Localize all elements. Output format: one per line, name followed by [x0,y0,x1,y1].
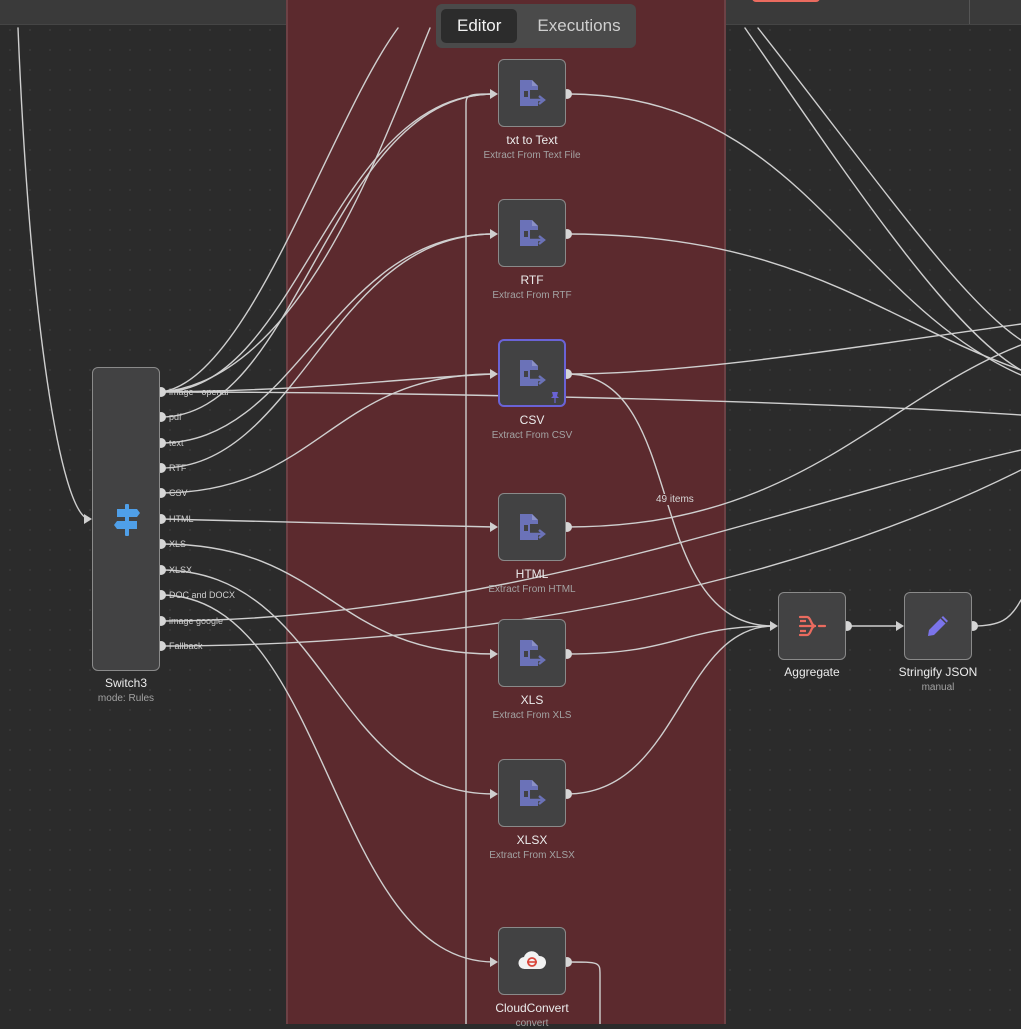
switch-output-label: XLS [169,539,187,549]
connection [160,391,1021,416]
connection [465,93,495,1024]
node-csv[interactable] [498,339,566,407]
node-label: XLSX [516,833,548,847]
connection-item-count: 49 items [655,494,695,505]
connection [566,233,1021,371]
node-label-switch3: Switch3 [104,676,148,690]
input-arrow [896,621,904,631]
input-arrow [490,957,498,967]
node-label: CloudConvert [495,1001,569,1015]
connection [566,625,775,655]
node-xls[interactable] [498,619,566,687]
node-aggregate[interactable] [778,592,846,660]
input-arrow [84,514,92,524]
connection [972,599,1021,627]
input-arrow [490,522,498,532]
node-label: txt to Text [506,133,558,147]
view-tabs: Editor Executions [436,4,636,48]
file-export-icon [520,80,546,106]
switch-output-label: pdf [169,412,182,422]
switch-output-label: image - openai [169,387,229,397]
switch-output-label: XLSX [169,565,193,575]
connection [566,625,775,795]
input-arrow [490,789,498,799]
top-bar-divider [969,0,970,24]
node-switch3[interactable] [92,367,160,671]
connection [160,594,495,963]
cloud-convert-icon [518,951,546,970]
node-label: XLS [520,693,544,707]
node-subtitle: Extract From RTF [492,290,572,301]
node-subtitle: Extract From Text File [483,150,581,161]
connection [566,344,1021,528]
switch-output-label: text [169,438,184,448]
input-arrow [490,89,498,99]
file-export-icon [520,220,546,246]
file-export-icon [520,360,546,386]
tab-executions[interactable]: Executions [537,16,621,35]
connection [160,469,1021,647]
pencil-icon [928,616,948,636]
node-rtf[interactable] [498,199,566,267]
node-subtitle: Extract From XLS [492,710,572,721]
connection [566,93,1021,376]
connection [160,93,495,418]
node-cloudconvert[interactable] [498,927,566,995]
connection [160,449,1021,622]
node-xlsx[interactable] [498,759,566,827]
connection [160,93,495,393]
switch-output-label: RTF [169,463,187,473]
switch-output-label: Fallback [169,641,203,651]
file-export-icon [520,640,546,666]
aggregate-icon [798,615,827,637]
input-arrow [490,649,498,659]
node-label: CSV [519,413,545,427]
input-arrow [490,229,498,239]
input-arrow [490,369,498,379]
file-export-icon [520,514,546,540]
connection [566,323,1021,375]
connection [757,27,1021,341]
switch-output-label: CSV [169,488,188,498]
connection [17,27,89,520]
file-export-icon [520,780,546,806]
connection [566,961,601,1024]
signpost-icon [114,504,140,536]
connection [160,518,495,528]
node-html[interactable] [498,493,566,561]
node-subtitle: Extract From HTML [488,584,576,595]
node-txt-to-text[interactable] [498,59,566,127]
connection [160,27,399,393]
connection [160,27,431,393]
node-subtitle-switch3: mode: Rules [97,693,155,704]
connection [160,233,495,469]
node-subtitle: manual [921,682,955,693]
switch-output-label: HTML [169,514,194,524]
connection [744,27,1021,371]
node-label: Stringify JSON [898,665,978,679]
node-label: HTML [515,567,549,581]
connection [160,569,495,795]
node-label: RTF [520,273,544,287]
connection [160,543,495,655]
switch-output-label: image google [169,616,224,626]
pin-icon [551,392,559,403]
connection [160,233,495,444]
node-label: Aggregate [784,665,840,679]
tab-editor[interactable]: Editor [441,9,518,43]
node-subtitle: Extract From XLSX [489,850,575,861]
input-arrow [770,621,778,631]
switch-output-label: DOC and DOCX [169,590,236,600]
connection [160,373,495,494]
node-subtitle: Extract From CSV [491,430,573,441]
top-bar-primary-button[interactable] [752,0,820,2]
node-stringify-json[interactable] [904,592,972,660]
